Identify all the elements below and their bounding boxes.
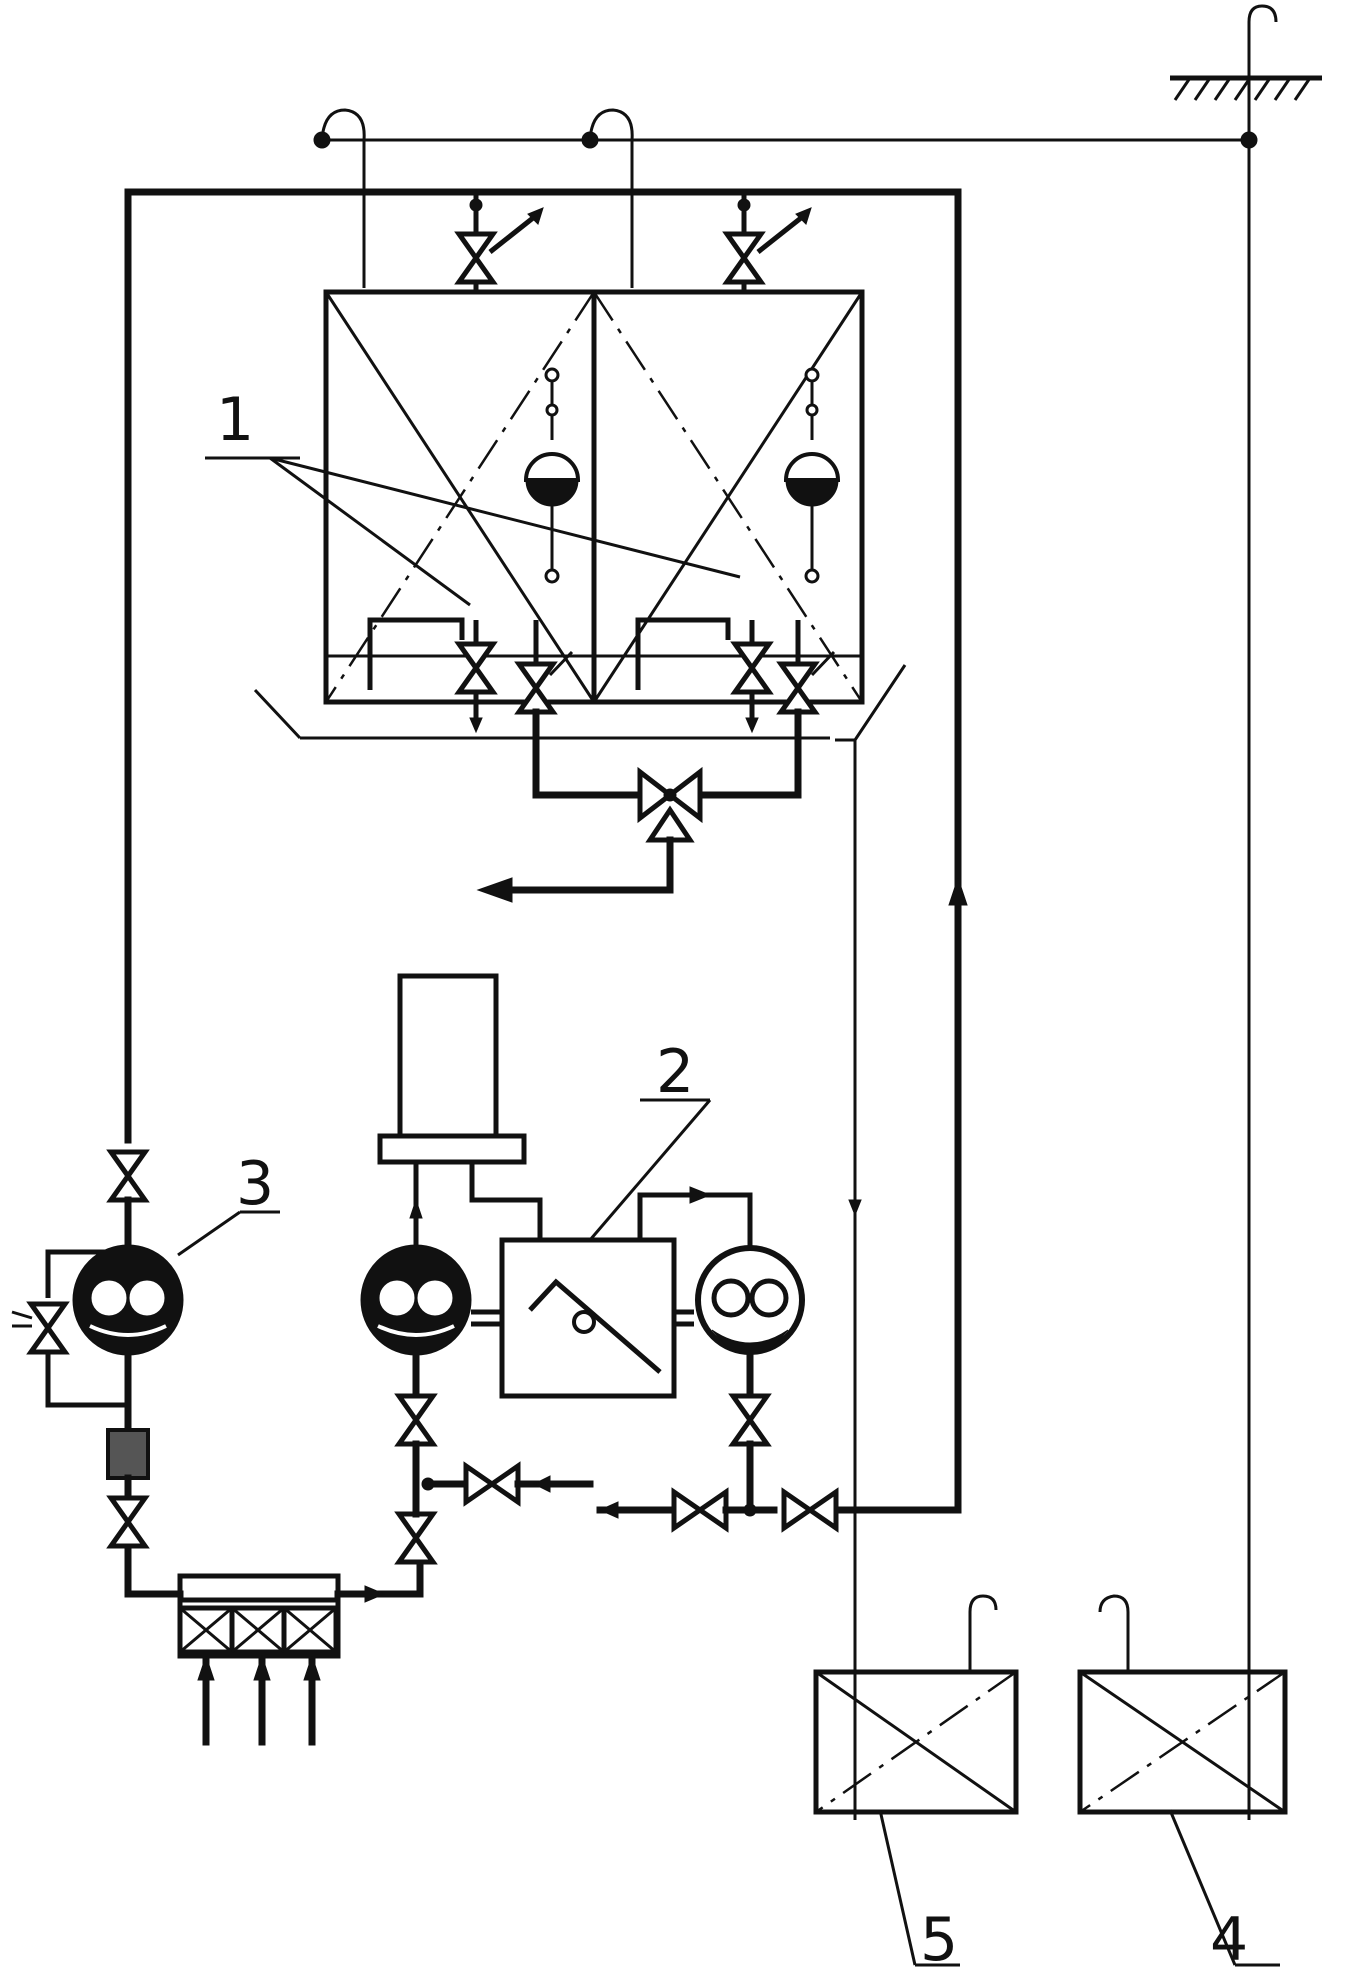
label-3: 3 [236, 1149, 274, 1219]
label-4: 4 [1210, 1905, 1248, 1975]
tank-4 [1077, 1594, 1288, 1815]
tank-5 [813, 1594, 1019, 1815]
leader-lines [177, 456, 1280, 1967]
top-inlet-valve-right [727, 192, 812, 292]
label-2: 2 [656, 1037, 694, 1107]
thin-signal-lines [253, 108, 1258, 1820]
inlet-manifold [177, 1561, 424, 1746]
drain-manifold [476, 708, 802, 903]
middle-pump-left [359, 1243, 502, 1562]
storage-tank-right [591, 289, 865, 705]
cross-pipe-valves [424, 1466, 836, 1528]
ground-symbol [1170, 4, 1322, 140]
label-5: 5 [920, 1905, 958, 1975]
label-1: 1 [216, 385, 254, 455]
top-inlet-valve-left [459, 192, 544, 292]
storage-tank-left [323, 289, 597, 705]
dosing-hopper [377, 973, 543, 1250]
left-pump-assembly [11, 1152, 185, 1598]
main-pipe-loop [124, 188, 968, 1514]
middle-pump-right [695, 1245, 805, 1514]
mixer-unit [499, 1099, 753, 1399]
tank-bottom-valves [459, 620, 836, 734]
